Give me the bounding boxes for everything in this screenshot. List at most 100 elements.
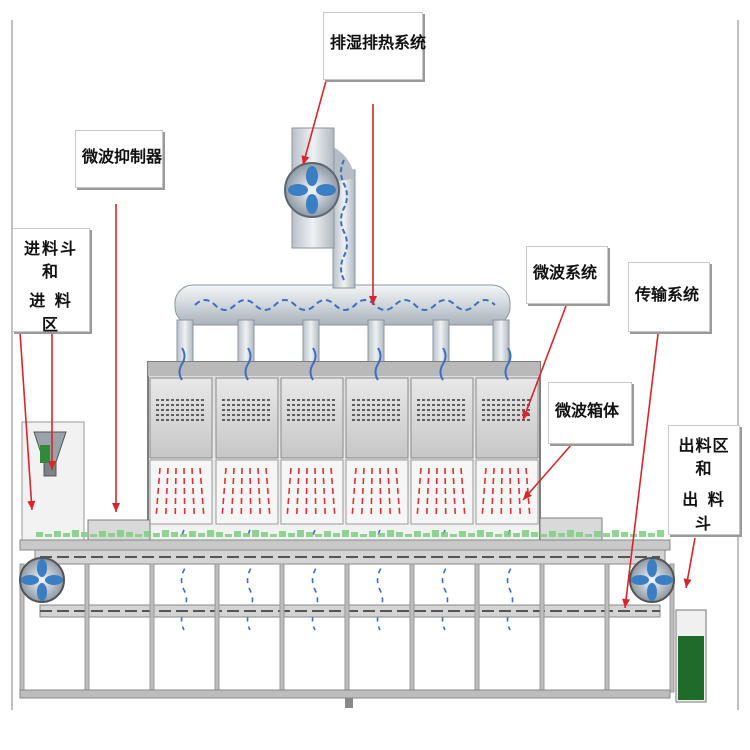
material-particle: [423, 533, 430, 537]
material-particle: [189, 531, 196, 537]
material-particle: [90, 534, 97, 537]
microwave-chamber: [147, 361, 541, 551]
pointer-discharge-head: [683, 578, 692, 588]
material-particle: [216, 532, 223, 537]
material-particle: [234, 531, 241, 537]
label-feed-line1: 进料斗和: [23, 239, 78, 282]
material-particle: [585, 534, 592, 537]
fan-icon: [19, 557, 65, 603]
material-particle: [261, 532, 268, 537]
feed-hopper-icon: [33, 431, 67, 477]
duct-steam: [194, 299, 496, 311]
magnetron-panel: [280, 377, 344, 459]
callout-pointers: [19, 47, 696, 609]
pointer-microwave-system: [522, 305, 567, 421]
material-particle: [324, 531, 331, 537]
material-particle: [648, 533, 655, 537]
heat-ray-icon: [416, 467, 466, 516]
vent-grille: [287, 399, 337, 421]
conveyor-belt: [19, 539, 671, 618]
material-particle: [405, 534, 412, 537]
support-leg: [149, 563, 155, 693]
support-leg: [604, 563, 610, 693]
material-particle: [252, 530, 259, 537]
heat-ray-icon: [351, 467, 401, 516]
magnetron-panel: [215, 377, 279, 459]
heat-ray-icon: [155, 467, 205, 516]
vent-grille: [222, 399, 272, 421]
material-particle: [621, 532, 628, 537]
material-particle: [414, 531, 421, 537]
material-particle: [657, 530, 664, 537]
label-feed-hopper: 进料斗和 进 料 区: [12, 228, 90, 334]
vent-grille: [352, 399, 402, 421]
material-particle: [144, 531, 151, 537]
magnetron-panel: [149, 377, 213, 459]
material-particle: [594, 531, 601, 537]
material-particle: [513, 533, 520, 537]
pointer-feed-hopper-head: [48, 461, 56, 470]
fan-icon: [629, 557, 675, 603]
foot: [345, 698, 353, 708]
material-particle: [432, 530, 439, 537]
pointer-suppressor-head: [112, 503, 120, 512]
pointer-exhaust-duct-head: [369, 296, 377, 305]
material-particle: [396, 532, 403, 537]
material-particle: [54, 531, 61, 537]
pointer-microwave-box: [522, 443, 573, 501]
material-particle: [549, 531, 556, 537]
pointer-conveyor-head: [622, 598, 631, 608]
material-particle: [639, 531, 646, 537]
label-discharge-line1: 出料区和: [678, 436, 730, 479]
material-particle: [351, 532, 358, 537]
discharge-bucket: [675, 609, 707, 703]
steam-wave-icon: [504, 347, 512, 381]
steam-wave-icon: [309, 347, 317, 381]
material-particle: [315, 534, 322, 537]
chamber-top-strip: [148, 362, 540, 376]
support-leg: [669, 563, 675, 693]
material-particle: [270, 534, 277, 537]
label-conveyor-system: 传输系统: [628, 262, 710, 332]
material-particle: [477, 530, 484, 537]
material-particle: [612, 530, 619, 537]
material-particle: [504, 531, 511, 537]
label-microwave-system: 微波系统: [526, 246, 608, 304]
material-particle: [153, 533, 160, 537]
material-particle: [297, 530, 304, 537]
label-discharge-line2: 出 料 斗: [682, 490, 726, 533]
label-microwave-suppressor: 微波抑制器: [75, 130, 163, 188]
support-leg: [214, 563, 220, 693]
material-particle: [279, 531, 286, 537]
material-particle: [486, 532, 493, 537]
material-particle: [441, 532, 448, 537]
heat-ray-icon: [481, 467, 531, 516]
support-leg: [539, 563, 545, 693]
support-leg: [344, 563, 350, 693]
heat-ray-icon: [221, 467, 271, 516]
label-discharge-hopper: 出料区和 出 料 斗: [668, 425, 740, 535]
fan-icon: [284, 127, 340, 249]
material-particle: [306, 532, 313, 537]
material-particle: [495, 534, 502, 537]
steam-wave-icon: [439, 347, 447, 381]
material-particle: [342, 530, 349, 537]
material-particle: [522, 530, 529, 537]
material-particle: [360, 534, 367, 537]
vent-grille: [417, 399, 467, 421]
heat-ray-icon: [286, 467, 336, 516]
material-particle: [81, 532, 88, 537]
vent-grille: [156, 399, 206, 421]
material-particle: [198, 533, 205, 537]
steam-wave-icon: [374, 347, 382, 381]
steam-wave-icon: [178, 347, 186, 381]
pointer-conveyor: [624, 333, 659, 609]
magnetron-panel: [410, 377, 474, 459]
support-leg: [84, 563, 90, 693]
material-particle: [459, 531, 466, 537]
material-particle: [603, 533, 610, 537]
material-particle: [558, 533, 565, 537]
material-particle: [567, 530, 574, 537]
material-particle: [135, 534, 142, 537]
material-particle: [45, 534, 52, 537]
